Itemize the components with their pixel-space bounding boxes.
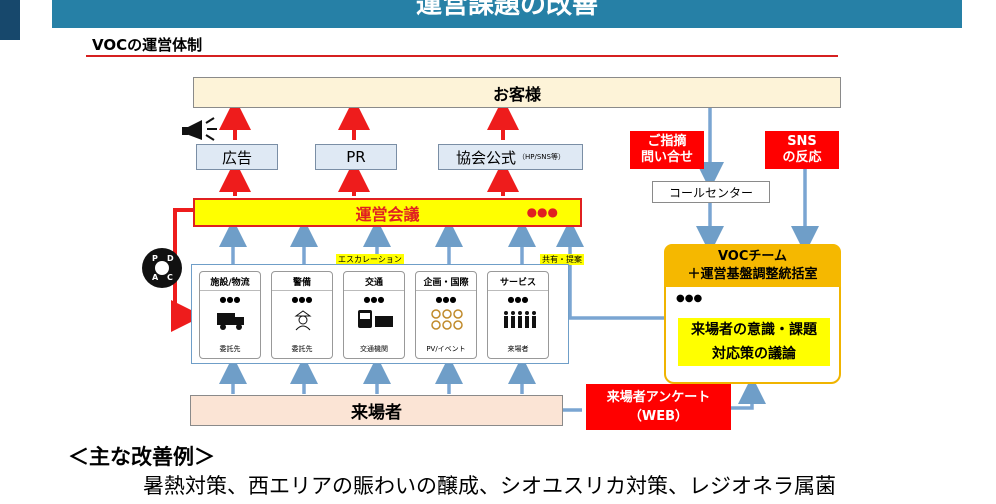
output-box-ad: 広告	[196, 144, 278, 170]
visitor-survey-box: 来場者アンケート （WEB）	[586, 384, 731, 430]
bus-icon	[358, 310, 393, 328]
people-icon: ●●●	[676, 293, 703, 304]
dept-service: サービス ●●● 来場者	[487, 271, 549, 359]
sns-reaction-box: SNS の反応	[765, 131, 839, 169]
operations-meeting-box: 運営会議 ●●●	[193, 198, 582, 227]
pdca-d: D	[167, 254, 174, 263]
people-icon: ●●●	[291, 295, 313, 304]
crowd-icon	[504, 311, 536, 328]
pdca-c: C	[167, 273, 173, 282]
visitors-box: 来場者	[190, 395, 563, 426]
pdca-p: P	[152, 254, 158, 263]
inquiry-box: ご指摘 問い合せ	[630, 131, 704, 169]
share-label: 共有・提案	[540, 254, 584, 265]
pdca-a: A	[152, 273, 159, 282]
departments-panel: 施設/物流 ●●● 委託先 警備 ●●● 委託先 交通 ●●● 交通機関 企画・…	[191, 264, 569, 364]
dept-planning: 企画・国際 ●●● PV/イベント	[415, 271, 477, 359]
dept-facilities: 施設/物流 ●●● 委託先	[199, 271, 261, 359]
output-box-pr: PR	[315, 144, 397, 170]
people-icon: ●●●	[363, 295, 385, 304]
voc-team-header: VOCチーム ＋運営基盤調整統括室	[664, 244, 841, 287]
truck-icon	[217, 313, 244, 330]
circles-icon	[431, 309, 463, 330]
examples-heading: ＜主な改善例＞	[68, 445, 215, 469]
voc-discussion-box: 来場者の意識・課題 対応策の議論	[678, 318, 830, 366]
dept-transport: 交通 ●●● 交通機関	[343, 271, 405, 359]
call-center-box: コールセンター	[652, 181, 770, 203]
customers-box: お客様	[193, 77, 841, 108]
guard-icon	[294, 310, 312, 331]
escalation-label: エスカレーション	[336, 254, 404, 265]
megaphone-icon	[182, 117, 217, 141]
pdca-cycle-icon: P D C A	[142, 248, 182, 288]
output-box-official: 協会公式 （HP/SNS等）	[438, 144, 583, 170]
page-title: 運営課題の改善	[52, 0, 962, 28]
people-icon: ●●●	[507, 295, 529, 304]
people-icon: ●●●	[435, 295, 457, 304]
subtitle-underline	[86, 55, 838, 57]
section-subtitle: VOCの運営体制	[92, 36, 203, 54]
dept-security: 警備 ●●● 委託先	[271, 271, 333, 359]
examples-text: 暑熱対策、西エリアの賑わいの醸成、シオユスリカ対策、レジオネラ属菌	[143, 474, 836, 498]
people-icon: ●●●	[526, 205, 558, 219]
left-accent-strip	[0, 0, 20, 40]
people-icon: ●●●	[219, 295, 241, 304]
